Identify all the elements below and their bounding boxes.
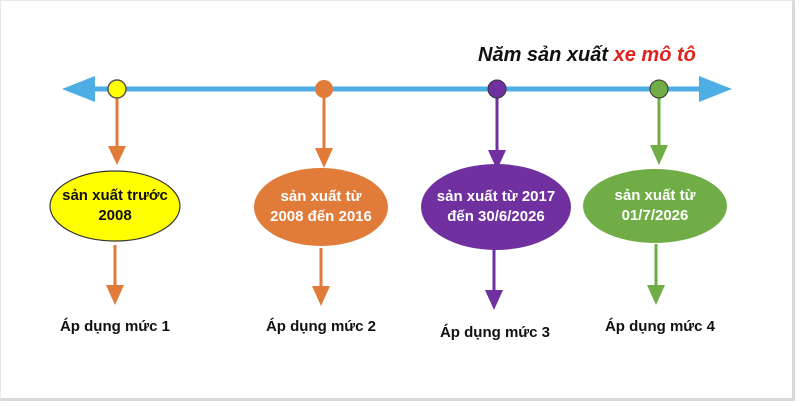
stage-4-ellipse bbox=[583, 169, 727, 243]
stage-2-marker bbox=[315, 80, 333, 98]
timeline-left-arrowhead bbox=[62, 76, 95, 102]
stage-4-caption: Áp dụng mức 4 bbox=[604, 318, 716, 335]
stage-3-caption: Áp dụng mức 3 bbox=[439, 324, 551, 341]
stage-1-connectors bbox=[106, 98, 126, 305]
timeline-right-arrowhead bbox=[699, 76, 732, 102]
stage-1-ellipse bbox=[49, 170, 181, 242]
stage-1-marker bbox=[107, 79, 127, 99]
stage-4-marker bbox=[649, 79, 669, 99]
title-prefix: Năm sản xuất bbox=[478, 44, 609, 66]
stage-3-ellipse bbox=[421, 164, 571, 250]
stage-3-marker bbox=[487, 79, 507, 99]
stage-1-caption: Áp dụng mức 1 bbox=[59, 318, 171, 335]
stage-4-label: sản xuất từ 01/7/2026 bbox=[614, 187, 696, 224]
stage-4-connectors bbox=[647, 98, 668, 305]
stage-3-label: sản xuất từ 2017 đến 30/6/2026 bbox=[436, 188, 556, 225]
stage-2-label: sản xuất từ 2008 đến 2016 bbox=[270, 188, 372, 225]
stage-2-connectors bbox=[312, 98, 333, 306]
stage-2-caption: Áp dụng mức 2 bbox=[265, 318, 377, 335]
diagram-title: Năm sản xuất xe mô tô bbox=[478, 44, 718, 67]
title-highlight: xe mô tô bbox=[613, 44, 696, 66]
stage-1-label: sản xuất trước 2008 bbox=[62, 187, 168, 224]
stage-3-connectors bbox=[485, 98, 506, 310]
stage-2-ellipse bbox=[254, 168, 388, 246]
